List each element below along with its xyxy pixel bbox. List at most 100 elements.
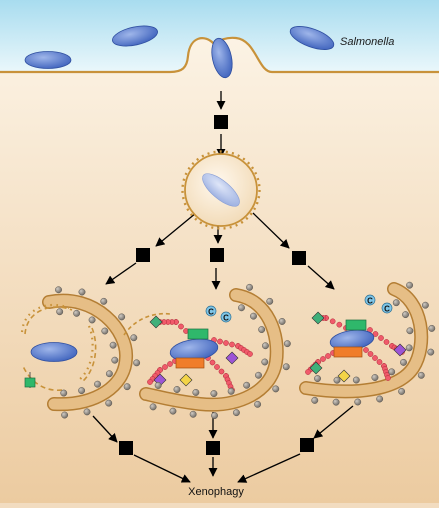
ubiquitin-cap-icon (381, 302, 393, 314)
lc3-dot-icon (243, 381, 251, 389)
lc3-dot-icon (61, 411, 69, 419)
ubiquitin-cap-label: C (208, 308, 214, 317)
lc3-dot-icon (211, 412, 218, 420)
extracellular-space (0, 0, 439, 72)
lc3-dot-icon (130, 334, 138, 342)
ubiquitin-chain-icon (383, 339, 390, 345)
lc3-dot-icon (417, 371, 425, 379)
ubiquitin-chain-icon (218, 368, 225, 375)
lc3-dot-icon (421, 301, 429, 309)
phagophore-middle: CC (123, 283, 291, 420)
lc3-dot-icon (60, 389, 68, 397)
ubiquitin-chain-icon (247, 351, 253, 357)
arrow-icon (237, 453, 301, 483)
arrow-icon (313, 405, 354, 439)
ubiquitin-chain-icon (223, 340, 229, 346)
lc3-dot-icon (405, 344, 413, 352)
lc3-dot-icon (266, 297, 274, 305)
ubiquitin-chain-icon (372, 355, 378, 361)
lc3-dot-icon (154, 382, 162, 389)
lc3-dot-icon (105, 399, 113, 407)
lc3-dot-icon (78, 288, 86, 296)
ubiquitin-chain-icon (217, 338, 223, 345)
arrow-icon (252, 212, 290, 249)
lc3-dot-icon (282, 363, 290, 371)
lc3-dot-icon (118, 313, 126, 321)
lc3-dot-icon (238, 304, 245, 312)
lc3-dot-icon (428, 324, 436, 332)
lc3-dot-icon (83, 408, 91, 416)
lc3-dot-icon (111, 356, 119, 364)
receptor-orange-icon (175, 357, 205, 369)
lc3-dot-icon (255, 371, 262, 379)
ubiquitin-cap-label: C (367, 297, 373, 306)
lc3-dot-icon (94, 380, 101, 388)
lc3-dot-icon (250, 312, 257, 320)
ubiquitin-chain-icon (378, 335, 384, 341)
bacterium-icon (211, 37, 233, 79)
square-marker-icon (206, 441, 220, 455)
lc3-dot-icon (73, 309, 81, 317)
arrow-icon (155, 212, 197, 247)
lc3-dot-icon (406, 327, 414, 335)
ubiquitin-chain-icon (320, 356, 326, 362)
receptor-orange-icon (333, 346, 363, 358)
phagophore-left (20, 286, 141, 419)
damaged-vacuole-membrane (22, 306, 97, 391)
ubiquitin-chain-icon (329, 318, 336, 325)
lc3-dot-icon (278, 318, 286, 325)
receptor-green-icon (187, 328, 209, 340)
bacterium-icon (112, 25, 158, 47)
lc3-dot-icon (400, 358, 407, 366)
lc3-dot-icon (100, 297, 108, 305)
lc3-dot-icon (427, 348, 435, 356)
ubiquitin-chain-icon (305, 369, 311, 375)
lc3-dot-icon (402, 311, 409, 319)
lc3-dot-icon (406, 281, 414, 289)
lc3-dot-icon (371, 374, 379, 381)
lc3-dot-icon (105, 370, 113, 378)
ubiquitin-tag-icon (179, 373, 193, 387)
lc3-dot-icon (272, 385, 280, 393)
arrow-icon (105, 262, 137, 285)
ubiquitin-chain-icon (336, 321, 343, 328)
lc3-dot-icon (189, 410, 197, 418)
lc3-dot-icon (354, 398, 362, 406)
bacterium-label: Salmonella (340, 36, 394, 48)
lc3-dot-icon (227, 387, 235, 395)
lc3-dot-icon (109, 341, 117, 349)
lc3-dot-icon (88, 316, 96, 324)
lc3-dot-icon (261, 358, 269, 366)
bacterium-icon (289, 26, 335, 50)
lc3-dot-icon (254, 400, 262, 408)
square-marker-icon (214, 115, 228, 129)
lc3-dot-icon (173, 386, 181, 393)
lc3-dot-icon (258, 326, 266, 334)
ubiquitin-cap-label: C (384, 305, 390, 314)
arrow-icon (92, 415, 118, 443)
receptor-green-icon (345, 319, 367, 331)
bacterium-icon (30, 342, 78, 362)
ubiquitin-tag-icon (393, 343, 407, 357)
square-marker-icon (292, 251, 306, 265)
lc3-dot-icon (246, 283, 254, 291)
lc3-dot-icon (388, 368, 396, 376)
ubiquitin-chain-icon (214, 364, 220, 370)
lc3-dot-icon (332, 398, 340, 406)
lc3-dot-icon (149, 403, 157, 411)
ubiquitin-tag-icon (311, 311, 325, 325)
lc3-dot-icon (262, 342, 269, 350)
lc3-dot-icon (101, 327, 109, 335)
square-marker-icon (136, 248, 150, 262)
square-marker-icon (300, 438, 314, 452)
lc3-dot-icon (78, 387, 86, 395)
ubiquitin-tag-icon (149, 315, 163, 329)
ubiquitin-chain-icon (147, 379, 153, 385)
ubiquitin-chain-icon (325, 353, 331, 359)
ubiquitin-chain-icon (372, 331, 379, 337)
bacterium-icon (202, 173, 240, 207)
ubiquitin-chain-icon (167, 361, 173, 367)
ubiquitin-chain-icon (367, 351, 374, 357)
lc3-dot-icon (123, 383, 131, 391)
